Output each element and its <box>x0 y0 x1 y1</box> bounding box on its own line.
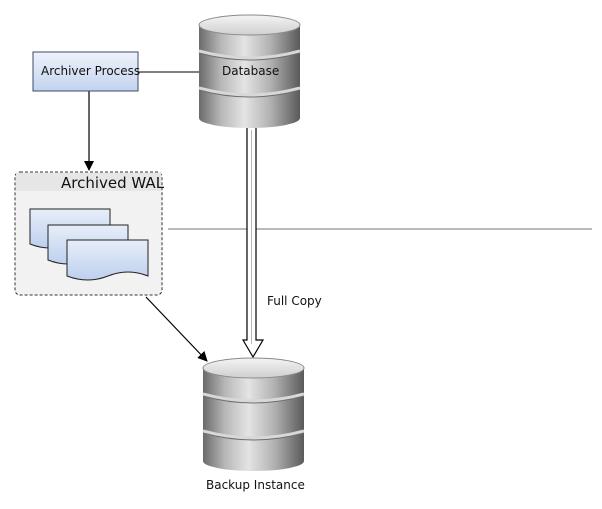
database-icon <box>198 14 301 128</box>
backup-instance-node[interactable] <box>202 357 305 471</box>
arrow-wal-to-backup <box>145 296 208 362</box>
archiver-process-label: Archiver Process <box>41 64 141 78</box>
backup-database-icon <box>202 357 305 471</box>
archived-wal-label: Archived WAL <box>61 174 165 192</box>
database-node[interactable] <box>198 14 301 128</box>
backup-instance-label: Backup Instance <box>206 478 305 492</box>
wal-document-stack-icon <box>29 208 149 281</box>
full-copy-arrow <box>241 128 265 359</box>
full-copy-label: Full Copy <box>267 294 322 308</box>
database-label: Database <box>222 64 280 78</box>
archived-wal-group[interactable] <box>14 171 163 296</box>
archiver-process-node[interactable] <box>32 51 139 92</box>
